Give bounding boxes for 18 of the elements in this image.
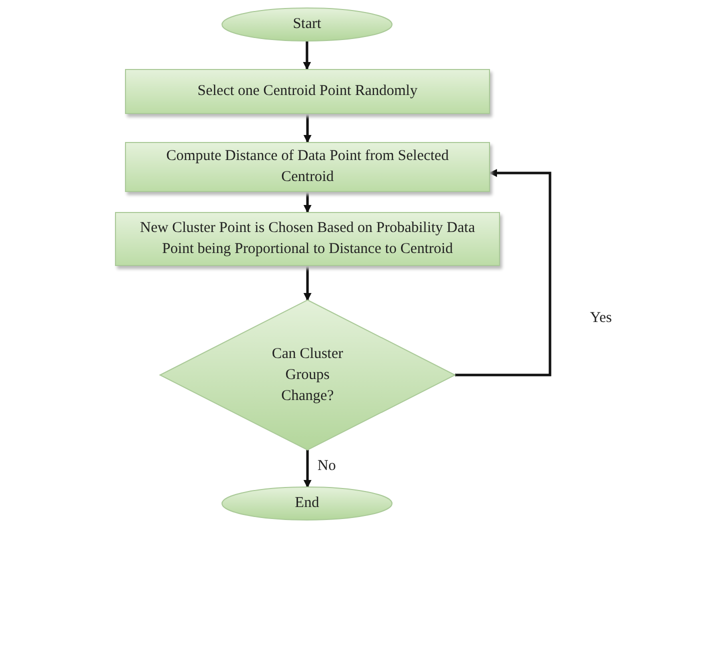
node-text: End xyxy=(294,494,320,513)
arrow xyxy=(304,114,312,143)
arrow xyxy=(304,192,312,213)
arrow xyxy=(455,169,552,376)
node-text: Compute Distance of Data Point from Selected Centroid xyxy=(165,147,450,187)
terminal-oval xyxy=(222,8,392,41)
arrow xyxy=(303,41,311,70)
arrow xyxy=(304,450,312,488)
decision-diamond xyxy=(160,300,455,450)
node-text: Can Cluster Groups Change? xyxy=(270,344,344,406)
process-box xyxy=(125,69,490,114)
process-box xyxy=(125,142,490,192)
process-box xyxy=(115,212,500,266)
node-text: New Cluster Point is Chosen Based on Probability Data Point being Proportional to Distance to Centroid xyxy=(139,219,476,259)
terminal-oval xyxy=(222,487,392,520)
arrow xyxy=(304,266,312,301)
node-text: Select one Centroid Point Randomly xyxy=(198,82,418,101)
node-text: Start xyxy=(292,15,322,34)
